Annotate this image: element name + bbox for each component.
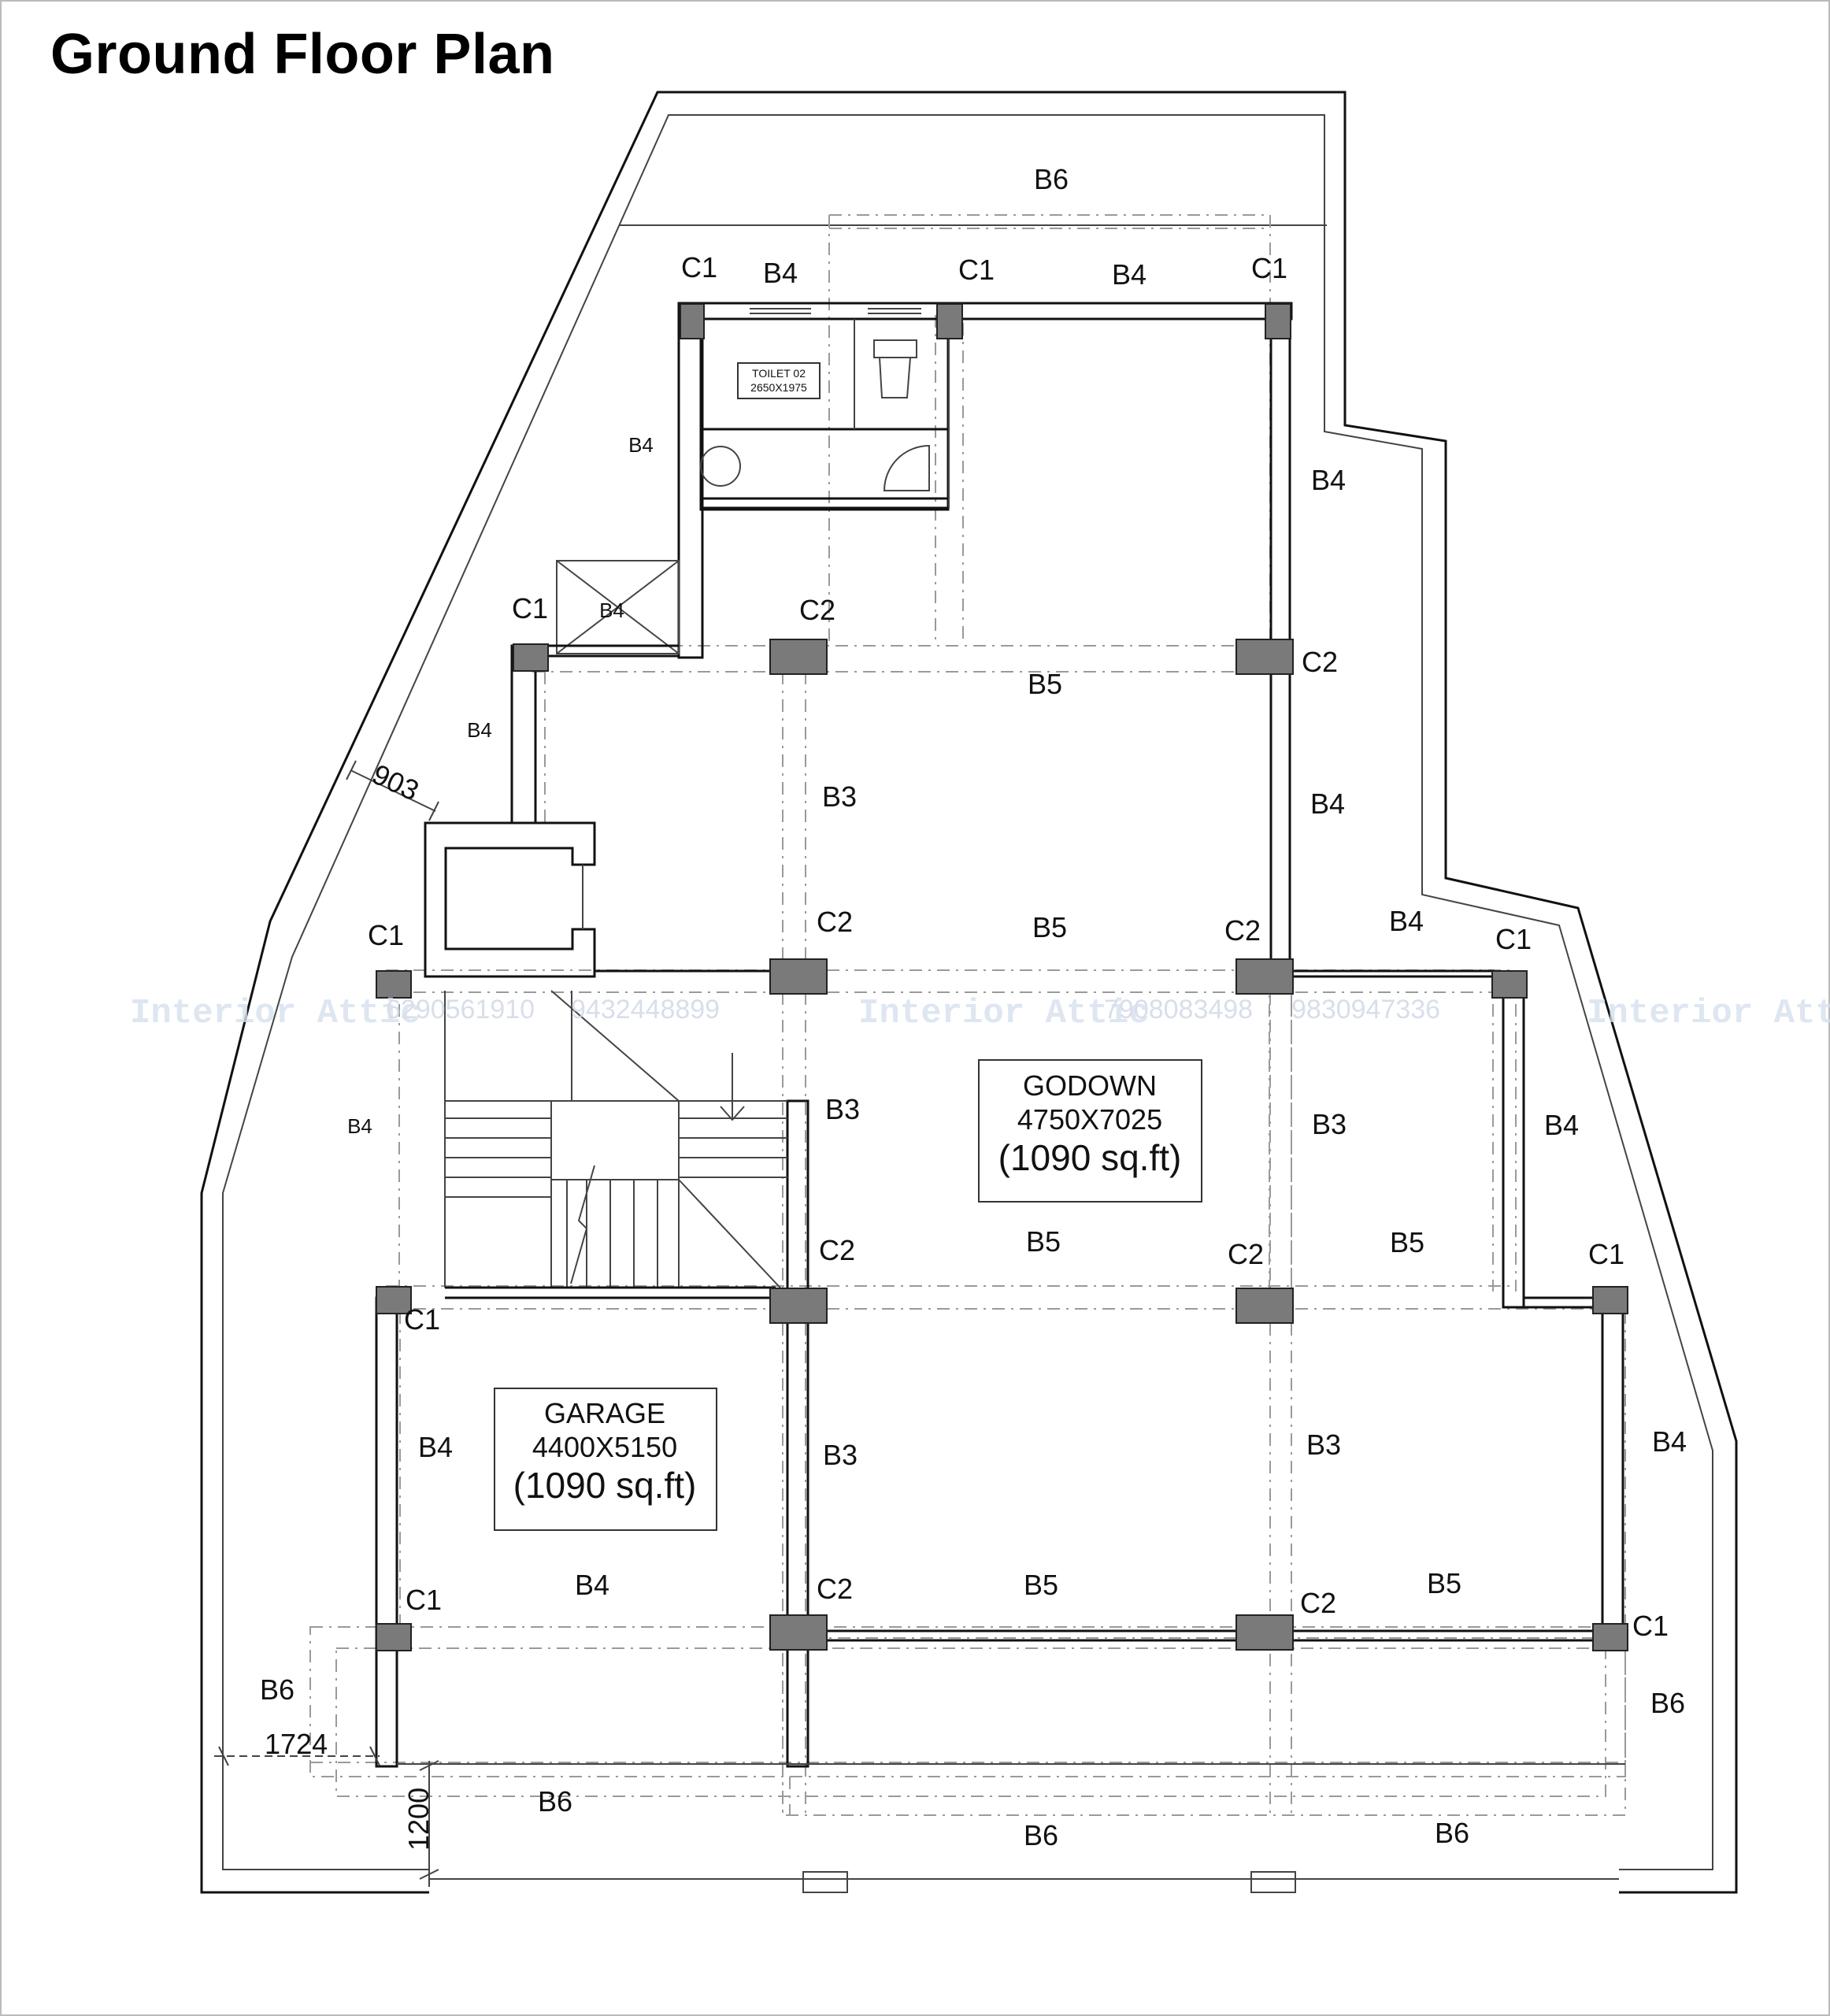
column-label-c1: C1	[1588, 1238, 1624, 1270]
toilet-name: TOILET 02	[752, 367, 806, 380]
dimension-1724: 1724	[214, 1728, 380, 1766]
column-label-c1: C1	[368, 919, 404, 951]
dimension-903: 903	[346, 758, 439, 821]
column-label-c1: C1	[1251, 252, 1287, 284]
beam-label-b5: B5	[1032, 911, 1067, 943]
beam-label-b4: B4	[418, 1431, 453, 1463]
beam-label-b4: B4	[628, 433, 654, 457]
column-c1	[680, 303, 705, 339]
column-c1	[513, 643, 549, 672]
column-label-c1: C1	[406, 1584, 442, 1616]
beam-label-b4: B4	[1652, 1425, 1687, 1458]
site-boundary	[200, 91, 1738, 1894]
beam-label-b4: B4	[1311, 464, 1346, 496]
page-title: Ground Floor Plan	[50, 23, 555, 86]
dimension-903-value: 903	[368, 758, 424, 807]
column-label-c2: C2	[1302, 646, 1338, 678]
watermark: Interior Attic Interior Attic Interior A…	[130, 994, 1830, 1033]
column-c2	[769, 1288, 828, 1324]
room-area: (1090 sq.ft)	[998, 1137, 1182, 1178]
column-label-c2: C2	[819, 1234, 855, 1266]
watermark-phone: 9830947336	[1291, 995, 1440, 1025]
column-label-c1: C1	[1632, 1610, 1669, 1642]
room-godown: GODOWN 4750X7025 (1090 sq.ft)	[978, 1059, 1202, 1203]
watermark-brand: Interior Attic	[130, 994, 421, 1033]
beam-label-b4: B4	[599, 598, 624, 622]
toilet-size: 2650X1975	[750, 381, 807, 394]
column-c1	[1592, 1286, 1628, 1314]
beam-label-b3: B3	[1312, 1108, 1347, 1140]
beam-label-b3: B3	[1306, 1429, 1341, 1461]
beam-label-b4: B4	[347, 1114, 372, 1138]
column-c2	[769, 1614, 828, 1651]
toilet-label: TOILET 02 2650X1975	[737, 362, 821, 399]
beam-label-b4: B4	[763, 257, 798, 289]
beam-label-b5: B5	[1026, 1225, 1061, 1258]
column-label-c1: C1	[958, 254, 995, 286]
columns	[376, 303, 1628, 1651]
watermark-brand: Interior Attic	[1587, 994, 1830, 1033]
beam-label-b3: B3	[823, 1439, 858, 1471]
column-c2	[1235, 639, 1294, 675]
column-label-c1: C1	[404, 1303, 440, 1336]
beam-label-b5: B5	[1427, 1567, 1461, 1599]
beam-label-b6: B6	[1435, 1817, 1469, 1849]
column-c1	[936, 303, 963, 339]
column-c2	[1235, 1288, 1294, 1324]
column-label-c2: C2	[817, 906, 853, 938]
column-c1	[376, 970, 412, 999]
beam-label-b5: B5	[1390, 1226, 1424, 1258]
column-label-c1: C1	[681, 251, 717, 284]
room-size: 4750X7025	[1017, 1103, 1162, 1136]
beam-label-b4: B4	[575, 1569, 609, 1601]
column-c1	[376, 1286, 412, 1314]
column-c2	[1235, 1614, 1294, 1651]
beam-label-b3: B3	[825, 1093, 860, 1125]
beam-label-b6: B6	[1034, 163, 1069, 195]
beam-label-b4: B4	[1544, 1109, 1579, 1141]
dimension-1200: 1200	[402, 1760, 439, 1887]
column-label-c2: C2	[1228, 1238, 1264, 1270]
watermark-phone: 6290561910	[386, 995, 535, 1025]
column-label-c2: C2	[817, 1573, 853, 1605]
dimension-1200-value: 1200	[402, 1788, 435, 1851]
column-c2	[1235, 958, 1294, 995]
beam-label-b6: B6	[260, 1673, 295, 1706]
watermark-brand: Interior Attic	[858, 994, 1150, 1033]
column-label-c2: C2	[799, 594, 835, 626]
dimension-1724-value: 1724	[265, 1728, 328, 1760]
column-label-c1: C1	[1495, 923, 1532, 955]
column-c1	[1592, 1623, 1628, 1651]
column-c2	[769, 958, 828, 995]
beam-label-b6: B6	[1650, 1687, 1685, 1719]
room-area: (1090 sq.ft)	[513, 1465, 697, 1506]
column-label-c1: C1	[512, 592, 548, 624]
beam-label-b6: B6	[1024, 1819, 1058, 1851]
column-c1	[1265, 303, 1291, 339]
beam-label-b5: B5	[1028, 668, 1062, 700]
beam-label-b4: B4	[1389, 905, 1424, 937]
beam-label-b5: B5	[1024, 1569, 1058, 1601]
beam-label-b3: B3	[822, 780, 857, 813]
column-c1	[1491, 970, 1528, 999]
column-label-c2: C2	[1300, 1587, 1336, 1619]
beam-label-b6: B6	[538, 1785, 572, 1818]
room-name: GODOWN	[1023, 1069, 1157, 1102]
beam-label-b4: B4	[467, 718, 492, 742]
room-name: GARAGE	[544, 1397, 665, 1429]
room-garage: GARAGE 4400X5150 (1090 sq.ft)	[494, 1388, 717, 1531]
room-size: 4400X5150	[532, 1431, 677, 1463]
beam-label-b4: B4	[1310, 788, 1345, 820]
beam-label-b4: B4	[1112, 258, 1147, 291]
walls	[375, 302, 1625, 1768]
watermark-phone: 9432448899	[571, 995, 720, 1025]
column-label-c2: C2	[1224, 914, 1261, 947]
column-c2	[769, 639, 828, 675]
watermark-phone: 7908083498	[1104, 995, 1253, 1025]
column-c1	[376, 1623, 412, 1651]
